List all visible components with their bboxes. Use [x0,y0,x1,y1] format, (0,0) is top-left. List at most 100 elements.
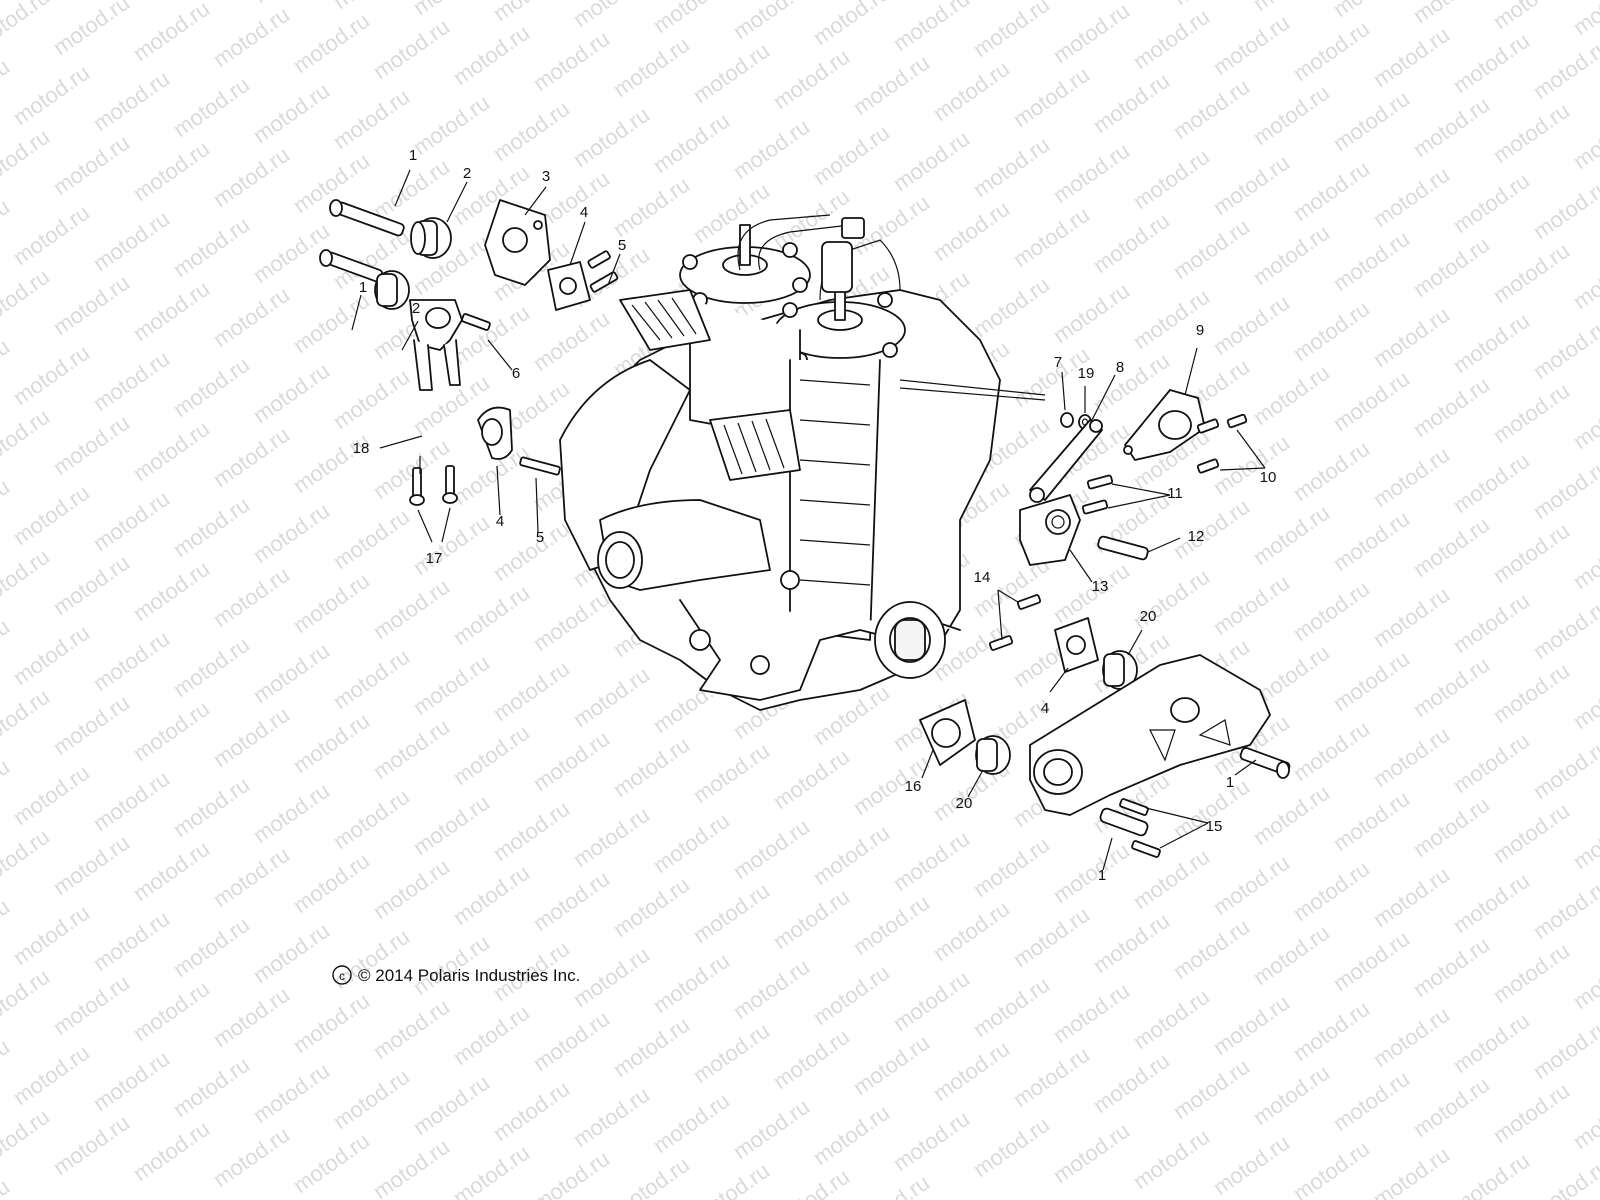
watermark-text: motod.ru [129,556,214,626]
watermark-text: motod.ru [1249,780,1334,850]
watermark-text: motod.ru [969,132,1054,202]
watermark-text: motod.ru [209,982,294,1052]
watermark-text: motod.ru [609,732,694,802]
watermark-text: motod.ru [609,172,694,242]
callout-18: 18 [353,440,370,457]
watermark-text: motod.ru [1329,226,1414,296]
watermark-text: motod.ru [1529,174,1600,244]
watermark-text: motod.ru [849,50,934,120]
watermark-text: motod.ru [729,954,814,1024]
watermark-text: motod.ru [1089,1048,1174,1118]
watermark-text: motod.ru [1289,436,1374,506]
watermark-text: motod.ru [1449,168,1534,238]
watermark-text: motod.ru [1329,506,1414,576]
watermark-text: motod.ru [1249,360,1334,430]
watermark-text: motod.ru [329,364,414,434]
watermark-text: motod.ru [769,1164,854,1200]
watermark-text: motod.ru [49,130,134,200]
watermark-text: motod.ru [569,1082,654,1152]
bolt-1-mid-left [319,249,384,283]
watermark-text: motod.ru [249,358,334,428]
watermark-text: motod.ru [569,802,654,872]
watermark-text: motod.ru [1209,1130,1294,1200]
bushing-2-mid-left [374,270,410,310]
watermark-text: motod.ru [1049,838,1134,908]
watermark-text: motod.ru [1569,524,1600,594]
watermark-text: motod.ru [1329,0,1414,22]
watermark-text: motod.ru [1409,1072,1494,1142]
watermark-text: motod.ru [0,264,54,334]
watermark-text: motod.ru [1449,448,1534,518]
watermark-text: motod.ru [1089,208,1174,278]
callout-15: 15 [1206,818,1223,835]
watermark-text: motod.ru [529,306,614,376]
callout-2: 2 [463,165,471,182]
watermark-text: motod.ru [89,766,174,836]
watermark-text: motod.ru [969,272,1054,342]
watermark-text: motod.ru [529,26,614,96]
watermark-text: motod.ru [329,504,414,574]
watermark-text: motod.ru [769,744,854,814]
callout-16: 16 [905,778,922,795]
watermark-text: motod.ru [1369,162,1454,232]
watermark-text: motod.ru [609,872,694,942]
watermark-text: motod.ru [369,854,454,924]
watermark-text: motod.ru [9,60,94,130]
watermark-text: motod.ru [689,738,774,808]
watermark-text: motod.ru [409,0,494,20]
watermark-text: motod.ru [409,650,494,720]
watermark-text: motod.ru [1449,28,1534,98]
watermark-text: motod.ru [649,108,734,178]
callout-6: 6 [512,365,520,382]
watermark-text: motod.ru [1529,594,1600,664]
callout-8: 8 [1116,359,1124,376]
callout-9: 9 [1196,322,1204,339]
watermark-text: motod.ru [129,696,214,766]
watermark-text: motod.ru [1129,1124,1214,1194]
watermark-text: motod.ru [569,102,654,172]
watermark-text: motod.ru [1169,74,1254,144]
watermark-text: motod.ru [969,1112,1054,1182]
watermark-text: motod.ru [649,1088,734,1158]
watermark-text: motod.ru [369,154,454,224]
watermark-text: motod.ru [1289,856,1374,926]
watermark-text: motod.ru [209,2,294,72]
watermark-text: motod.ru [449,1000,534,1070]
watermark-text: motod.ru [449,1140,534,1200]
watermark-text: motod.ru [889,126,974,196]
watermark-text: motod.ru [849,1030,934,1100]
watermark-text: motod.ru [729,0,814,44]
watermark-text: motod.ru [1409,92,1494,162]
bushing-20-lower [975,735,1011,775]
svg-text:c: c [339,969,345,983]
watermark-text: motod.ru [1449,308,1534,378]
watermark-text: motod.ru [1329,786,1414,856]
callout-10: 10 [1260,469,1277,486]
watermark-text: motod.ru [449,20,534,90]
watermark-text: motod.ru [1369,22,1454,92]
watermark-text: motod.ru [209,1122,294,1192]
watermark-text: motod.ru [169,72,254,142]
watermark-text: motod.ru [1489,938,1574,1008]
watermark-text: motod.ru [1209,430,1294,500]
watermark-text: motod.ru [889,1106,974,1176]
watermark-text: motod.ru [1369,442,1454,512]
watermark-text: motod.ru [729,1094,814,1164]
watermark-text: motod.ru [1409,0,1494,28]
watermark-text: motod.ru [1329,926,1414,996]
watermark-text: motod.ru [1049,278,1134,348]
watermark-text: motod.ru [129,1116,214,1186]
callout-20: 20 [1140,608,1157,625]
watermark-text: motod.ru [649,808,734,878]
watermark-text: motod.ru [129,416,214,486]
watermark-text: motod.ru [1489,1078,1574,1148]
callout-3: 3 [542,168,550,185]
watermark-text: motod.ru [889,826,974,896]
watermark-text: motod.ru [449,860,534,930]
watermark-text: motod.ru [9,200,94,270]
watermark-text: motod.ru [169,772,254,842]
watermark-text: motod.ru [809,960,894,1030]
watermark-text: motod.ru [249,0,334,8]
link-8 [1029,419,1103,503]
mount-4-lower [1054,617,1099,673]
